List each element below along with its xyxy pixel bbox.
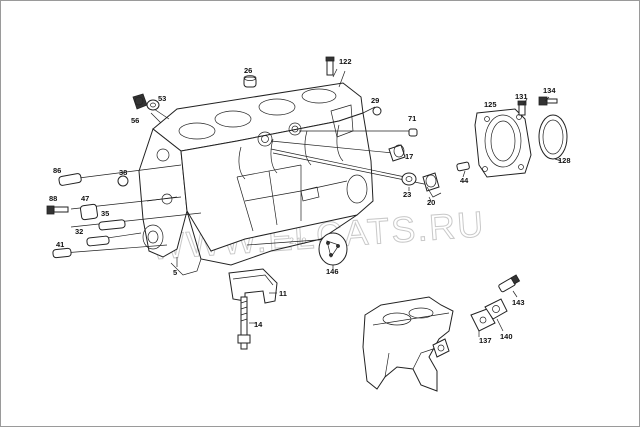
ref-code: 2.10 bbox=[289, 236, 307, 246]
part-pin-35[interactable] bbox=[86, 235, 110, 247]
part-bolt-88[interactable] bbox=[46, 205, 69, 215]
callout-137[interactable]: 137 bbox=[479, 336, 492, 345]
part-washer-23[interactable] bbox=[401, 172, 417, 186]
callout-47[interactable]: 47 bbox=[81, 194, 89, 203]
part-cap-17[interactable] bbox=[388, 144, 406, 162]
part-seal-ring-128[interactable] bbox=[538, 114, 568, 160]
callout-26[interactable]: 26 bbox=[244, 66, 252, 75]
cylinder-block[interactable] bbox=[138, 82, 374, 276]
part-plug-56[interactable] bbox=[132, 93, 148, 110]
callout-128[interactable]: 128 bbox=[558, 156, 571, 165]
callout-143[interactable]: 143 bbox=[512, 298, 525, 307]
callout-131[interactable]: 131 bbox=[515, 92, 528, 101]
callout-53[interactable]: 53 bbox=[158, 94, 166, 103]
leader-lines bbox=[62, 70, 430, 254]
part-flange-140[interactable] bbox=[484, 298, 508, 320]
callout-29[interactable]: 29 bbox=[371, 96, 379, 105]
part-bolt-134[interactable] bbox=[538, 96, 558, 106]
callout-23[interactable]: 23 bbox=[403, 190, 411, 199]
callout-134[interactable]: 134 bbox=[543, 86, 556, 95]
part-stud-122[interactable] bbox=[325, 56, 335, 76]
callout-35[interactable]: 35 bbox=[101, 209, 109, 218]
part-seal-carrier-125[interactable] bbox=[474, 108, 532, 178]
callout-5[interactable]: 5 bbox=[173, 268, 177, 277]
part-ball-38[interactable] bbox=[117, 175, 129, 187]
callout-11[interactable]: 11 bbox=[279, 289, 287, 298]
callout-146[interactable]: 146 bbox=[326, 267, 339, 276]
callout-86[interactable]: 86 bbox=[53, 166, 61, 175]
part-bolt-131[interactable] bbox=[517, 100, 527, 116]
callout-88[interactable]: 88 bbox=[49, 194, 57, 203]
callout-41[interactable]: 41 bbox=[56, 240, 64, 249]
part-cap-26[interactable] bbox=[243, 75, 257, 88]
callout-71[interactable]: 71 bbox=[408, 114, 416, 123]
callout-32[interactable]: 32 bbox=[75, 227, 83, 236]
part-plug-20[interactable] bbox=[422, 172, 442, 198]
callout-38[interactable]: 38 bbox=[119, 168, 127, 177]
callout-44[interactable]: 44 bbox=[460, 176, 469, 185]
part-cover-146[interactable] bbox=[318, 232, 348, 266]
part-bracket-11[interactable] bbox=[228, 268, 278, 304]
part-sleeve-47[interactable] bbox=[79, 203, 99, 221]
callout-leaders bbox=[150, 68, 562, 337]
part-plug-71[interactable] bbox=[408, 128, 418, 137]
callout-labels: 53 56 26 122 29 71 17 23 20 44 125 131 1… bbox=[49, 57, 571, 345]
part-ball-29[interactable] bbox=[372, 106, 382, 116]
part-washer-53[interactable] bbox=[146, 99, 160, 111]
callout-140[interactable]: 140 bbox=[500, 332, 513, 341]
callout-17[interactable]: 17 bbox=[405, 152, 413, 161]
callout-20[interactable]: 20 bbox=[427, 198, 435, 207]
part-bolt-14[interactable] bbox=[237, 296, 251, 350]
callout-125[interactable]: 125 bbox=[484, 100, 497, 109]
callout-14[interactable]: 14 bbox=[254, 320, 263, 329]
part-sleeve-86[interactable] bbox=[58, 173, 82, 186]
part-gasket-137[interactable] bbox=[470, 308, 496, 332]
callout-56[interactable]: 56 bbox=[131, 116, 139, 125]
detail-view-oil-fitting[interactable] bbox=[362, 296, 454, 392]
part-pin-44[interactable] bbox=[456, 161, 470, 172]
part-pin-32[interactable] bbox=[98, 219, 126, 231]
callout-122[interactable]: 122 bbox=[339, 57, 352, 66]
part-pin-41[interactable] bbox=[52, 247, 72, 259]
part-fitting-143[interactable] bbox=[498, 274, 521, 293]
